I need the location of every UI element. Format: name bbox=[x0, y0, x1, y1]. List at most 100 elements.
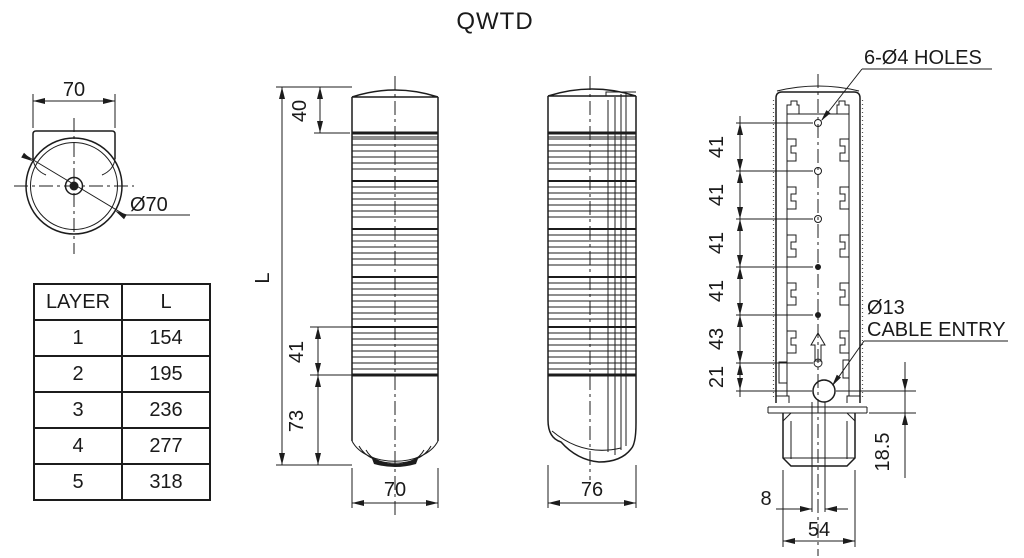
lens-outer-circle bbox=[25, 137, 123, 235]
dim-arrow bbox=[426, 500, 438, 506]
lens-ribs bbox=[548, 138, 636, 370]
dim-front-width: 70 bbox=[384, 479, 406, 501]
center-boss-circle bbox=[64, 176, 84, 196]
dim-arrow bbox=[825, 506, 837, 512]
cap-step-detail bbox=[605, 91, 636, 96]
thread-boss-details bbox=[782, 412, 856, 459]
dim-overall-length: L bbox=[252, 272, 274, 283]
front-section-lines bbox=[352, 131, 438, 377]
drawing-title: QWTD bbox=[456, 8, 534, 35]
center-hole bbox=[69, 181, 79, 191]
dim-lower-pitch: 43 bbox=[706, 328, 728, 350]
dim-module-height: 41 bbox=[286, 341, 308, 363]
dim-arrow bbox=[548, 500, 560, 506]
length-cell: 154 bbox=[121, 319, 211, 357]
table-row: 1 154 bbox=[33, 319, 211, 357]
table-row: 2 195 bbox=[33, 355, 211, 393]
base-foot-pad bbox=[371, 456, 419, 467]
module-boundaries bbox=[548, 180, 636, 328]
dim-arrow bbox=[902, 379, 908, 391]
dim-arrow bbox=[279, 87, 285, 99]
left-bayonet-hooks bbox=[787, 138, 797, 354]
top-latch-tabs bbox=[786, 100, 850, 114]
thread-boss-outline bbox=[782, 413, 856, 467]
bottom-corner-tabs bbox=[776, 395, 860, 403]
dim-side-width: 76 bbox=[581, 479, 603, 501]
front-body-outline bbox=[351, 89, 439, 441]
front-view: L 40 41 73 70 bbox=[252, 76, 439, 516]
dim-arrow bbox=[783, 538, 795, 544]
front-width-dim-lines bbox=[351, 468, 439, 508]
side-channel-lines bbox=[607, 94, 627, 455]
dim-bottom-pitch: 21 bbox=[706, 366, 728, 388]
length-cell: 236 bbox=[121, 391, 211, 429]
dim-base-height: 73 bbox=[286, 410, 308, 432]
table-row: 3 236 bbox=[33, 391, 211, 429]
dim-cap-height: 40 bbox=[289, 100, 311, 122]
mounting-holes bbox=[813, 119, 823, 368]
dim-arrow bbox=[902, 413, 908, 425]
leader-arrow bbox=[832, 374, 841, 386]
dim-top-width: 70 bbox=[63, 79, 85, 101]
table-header-row: LAYER L bbox=[33, 283, 211, 321]
side-view: 76 bbox=[547, 76, 637, 508]
dim-diameter: Ø70 bbox=[130, 194, 168, 216]
col-header-layer: LAYER bbox=[33, 283, 123, 321]
leader-arrow bbox=[821, 110, 831, 121]
bracket-flares bbox=[32, 158, 116, 176]
dim-arrow bbox=[315, 375, 321, 387]
module-boundaries bbox=[352, 180, 438, 328]
dim-pitch-4: 41 bbox=[706, 280, 728, 302]
dim-arrow bbox=[352, 500, 364, 506]
holes-callout: 6-Ø4 HOLES bbox=[864, 47, 982, 69]
layer-cell: 5 bbox=[33, 463, 123, 501]
layer-cell: 1 bbox=[33, 319, 123, 357]
section-outer-wall bbox=[775, 91, 861, 403]
cable-direction-arrow bbox=[810, 332, 826, 362]
dim-arrow bbox=[843, 538, 855, 544]
top-width-dim-lines bbox=[32, 94, 116, 128]
dim-arrow bbox=[317, 121, 323, 133]
cable-slot-lines bbox=[811, 402, 826, 512]
layer-cell: 2 bbox=[33, 355, 123, 393]
dim-arrow bbox=[315, 453, 321, 465]
length-cell: 277 bbox=[121, 427, 211, 465]
dim-arrow bbox=[115, 210, 127, 220]
right-bayonet-hooks bbox=[839, 138, 849, 354]
cable-entry-callout-text: CABLE ENTRY bbox=[867, 319, 1006, 341]
top-view: 70 Ø70 bbox=[14, 79, 190, 254]
front-extension-lines bbox=[276, 86, 352, 466]
chain-extension-lines bbox=[736, 122, 813, 392]
dim-arrow bbox=[317, 87, 323, 99]
length-cell: 318 bbox=[121, 463, 211, 501]
lower-wall-steps bbox=[778, 359, 849, 384]
base-skirt-outline bbox=[547, 375, 637, 463]
layer-table: LAYER L 1 154 2 195 3 236 4 277 5 318 bbox=[33, 283, 211, 501]
dim-arrow bbox=[279, 453, 285, 465]
dim-arrow bbox=[33, 98, 45, 104]
table-row: 4 277 bbox=[33, 427, 211, 465]
length-cell: 195 bbox=[121, 355, 211, 393]
dim-arrow bbox=[800, 506, 812, 512]
dim-arrow bbox=[315, 363, 321, 375]
chain-dim-arrows bbox=[737, 123, 743, 390]
dim-mount-width: 54 bbox=[808, 519, 830, 541]
dim-arrow bbox=[103, 98, 115, 104]
dim-pitch-2: 41 bbox=[706, 184, 728, 206]
table-row: 5 318 bbox=[33, 463, 211, 501]
dim-cable-slot: 8 bbox=[760, 488, 771, 510]
side-width-dim-lines bbox=[547, 465, 637, 508]
layer-cell: 4 bbox=[33, 427, 123, 465]
section-view: 41 41 41 41 43 21 6-Ø4 HOLES Ø13 CABLE E… bbox=[706, 47, 1008, 556]
cable-entry-hole bbox=[812, 379, 836, 403]
section-dome-arc bbox=[776, 85, 860, 92]
dim-pitch-1: 41 bbox=[706, 136, 728, 158]
mount-bracket bbox=[32, 130, 116, 159]
dim-entry-depth: 18.5 bbox=[872, 433, 894, 472]
base-plate bbox=[767, 406, 868, 414]
dim-arrow bbox=[21, 152, 33, 162]
dim-pitch-3: 41 bbox=[706, 232, 728, 254]
lens-ribs bbox=[352, 138, 438, 370]
layer-cell: 3 bbox=[33, 391, 123, 429]
